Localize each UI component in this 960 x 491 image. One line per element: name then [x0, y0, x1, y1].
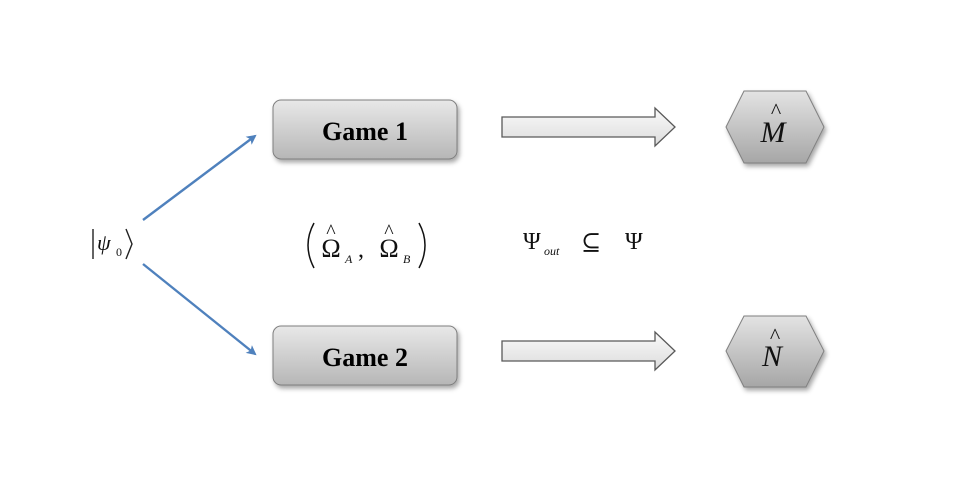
subset-symbol: ⊆ [581, 230, 601, 256]
result-m-symbol: M [760, 116, 788, 149]
ket-subscript: 0 [116, 245, 122, 259]
psi-out-subscript: out [544, 244, 560, 258]
operator-pair: ^ Ω A , ^ Ω B [307, 221, 426, 269]
initial-state-ket: ψ 0 [92, 228, 133, 260]
branch-arrow-down [142, 263, 257, 356]
game-2-label: Game 2 [322, 343, 408, 372]
psi-out: Ψ [523, 229, 541, 255]
result-n-symbol: N [761, 340, 784, 373]
block-arrow-game-1 [501, 106, 676, 148]
game-2-box: Game 2 [272, 325, 458, 386]
result-n-hat: ^ [770, 323, 781, 348]
omega-a: Ω [321, 234, 340, 263]
omega-a-subscript: A [344, 252, 353, 266]
omega-a-hat: ^ [326, 221, 336, 243]
game-1-label: Game 1 [322, 117, 408, 146]
block-arrow-game-2 [501, 330, 676, 372]
branch-arrow-up [142, 134, 257, 221]
omega-b-hat: ^ [384, 221, 394, 243]
output-space-relation: Ψ out ⊆ Ψ [523, 229, 643, 258]
omega-b: Ω [379, 234, 398, 263]
operator-right-paren [418, 222, 426, 269]
game-1-box: Game 1 [272, 99, 458, 160]
omega-b-subscript: B [403, 252, 411, 266]
result-hexagon-m: ^ M [725, 90, 825, 164]
psi-full-space: Ψ [625, 229, 643, 255]
ket-psi: ψ [97, 230, 111, 255]
result-hexagon-n: ^ N [725, 315, 825, 388]
operator-left-paren [307, 222, 315, 269]
ket-right-angle [125, 228, 133, 260]
operator-comma: , [358, 237, 364, 263]
result-m-hat: ^ [771, 98, 782, 123]
